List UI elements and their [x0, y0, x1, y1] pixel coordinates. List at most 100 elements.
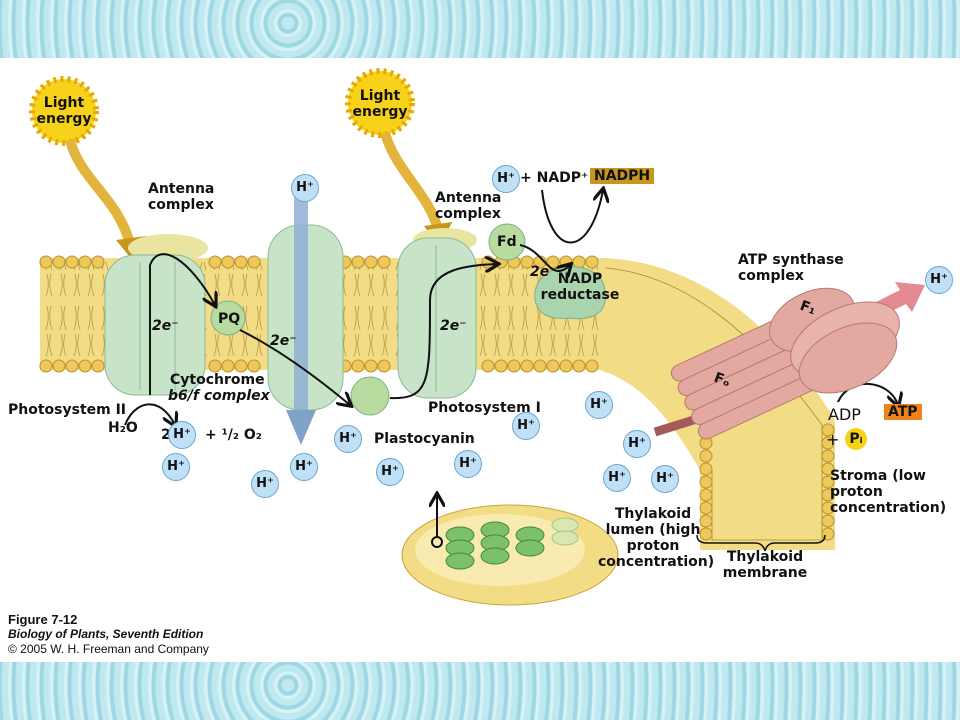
- figure-number: Figure 7-12: [8, 612, 78, 627]
- lipid-head: [821, 423, 835, 437]
- proton: H⁺: [168, 421, 196, 449]
- lipid-head: [78, 359, 92, 373]
- proton: H⁺: [651, 465, 679, 493]
- light-arrow: [65, 138, 135, 247]
- electron-label: 2e⁻: [440, 318, 467, 334]
- atp-badge: ATP: [884, 404, 922, 420]
- lipid-head: [821, 488, 835, 502]
- ferredoxin: [488, 223, 526, 261]
- lipid-head: [364, 255, 378, 269]
- lipid-head: [221, 255, 235, 269]
- lipid-head: [821, 501, 835, 515]
- proton: H⁺: [290, 453, 318, 481]
- proton: H⁺: [603, 464, 631, 492]
- cytochrome-label: Cytochrome: [170, 372, 265, 388]
- lipid-head: [821, 436, 835, 450]
- lipid-head: [821, 475, 835, 489]
- photosystem-ii: [104, 234, 208, 396]
- thylakoid-membrane-label: Thylakoid membrane: [722, 549, 808, 581]
- copyright: © 2005 W. H. Freeman and Company: [8, 642, 209, 656]
- cytochrome-b6f-label: b6/f complex: [168, 388, 270, 404]
- plus-label: +: [826, 430, 840, 449]
- nadp-reductase-label: NADP reductase: [540, 271, 620, 303]
- lipid-head: [91, 359, 105, 373]
- photosystem-i-label: Photosystem I: [428, 400, 541, 416]
- light-arrow: [380, 131, 443, 232]
- lipid-head: [52, 255, 66, 269]
- fd-label: Fd: [497, 234, 517, 250]
- lipid-head: [351, 359, 365, 373]
- oxygen-label: + ¹/₂ O₂: [205, 427, 262, 443]
- lipid-head: [520, 255, 534, 269]
- sun-icon: [345, 68, 415, 138]
- antenna-complex-label: Antenna complex: [148, 181, 215, 213]
- proton: H⁺: [492, 165, 520, 193]
- water-split-label: 2: [161, 427, 171, 443]
- proton: H⁺: [376, 458, 404, 486]
- atp-synthase-label: ATP synthase complex: [738, 252, 844, 284]
- water-split-path: [124, 403, 175, 425]
- lipid-head: [351, 255, 365, 269]
- lipid-head: [699, 449, 713, 463]
- electron-path: [519, 244, 570, 271]
- proton: H⁺: [162, 453, 190, 481]
- lipid-head: [221, 359, 235, 373]
- electron-label: 2e⁻: [152, 318, 179, 334]
- lipid-head: [78, 255, 92, 269]
- lipid-head: [559, 359, 573, 373]
- electron-path: [149, 253, 215, 395]
- electron-path: [239, 329, 350, 405]
- thylakoid-lumen-label: Thylakoid lumen (high proton concentrati…: [598, 506, 715, 570]
- lipid-heads: [39, 255, 835, 541]
- membrane-brace: [696, 534, 826, 552]
- lipid-head: [507, 359, 521, 373]
- lipid-head: [546, 359, 560, 373]
- lipid-head: [52, 359, 66, 373]
- proton: H⁺: [291, 174, 319, 202]
- antenna-complex-label: Antenna complex: [435, 190, 502, 222]
- proton: H⁺: [334, 425, 362, 453]
- lipid-head: [234, 359, 248, 373]
- top-decorative-band: [0, 0, 960, 58]
- electron-path: [389, 264, 497, 400]
- photosystem-i: [397, 228, 477, 399]
- lipid-head: [234, 255, 248, 269]
- proton: H⁺: [251, 470, 279, 498]
- lipid-head: [585, 359, 599, 373]
- photosystem-ii-label: Photosystem II: [8, 402, 127, 418]
- lipid-head: [481, 359, 495, 373]
- nadph-badge: NADPH: [590, 168, 655, 184]
- lipid-head: [65, 255, 79, 269]
- lipid-head: [699, 527, 713, 541]
- lipid-head: [377, 255, 391, 269]
- light-energy-label: Light energy: [352, 88, 408, 120]
- lipid-head: [39, 359, 53, 373]
- lipid-head: [533, 359, 547, 373]
- figure-caption: Figure 7-12 Biology of Plants, Seventh E…: [8, 612, 209, 657]
- stroma-label: Stroma (low proton concentration): [830, 468, 947, 516]
- lipid-head: [699, 501, 713, 515]
- lipid-head: [208, 255, 222, 269]
- lipid-head: [39, 255, 53, 269]
- plastocyanin-label: Plastocyanin: [374, 431, 475, 447]
- lipid-head: [247, 255, 261, 269]
- pq-label: PQ: [218, 311, 241, 327]
- lipid-head: [572, 359, 586, 373]
- lipid-head: [494, 359, 508, 373]
- lipid-head: [364, 359, 378, 373]
- electron-label: 2e⁻: [530, 264, 557, 280]
- lipid-head: [821, 449, 835, 463]
- atp-synthase: [653, 282, 925, 440]
- proton: H⁺: [454, 450, 482, 478]
- adp-label: ADP: [828, 405, 861, 424]
- lipid-head: [821, 514, 835, 528]
- proton: H⁺: [585, 391, 613, 419]
- lipid-head: [699, 514, 713, 528]
- book-title: Biology of Plants, Seventh Edition: [8, 627, 204, 641]
- proton: H⁺: [512, 412, 540, 440]
- pq-carrier: [210, 300, 246, 336]
- lipid-head: [699, 488, 713, 502]
- lipid-head: [91, 255, 105, 269]
- proton: H⁺: [623, 430, 651, 458]
- lipid-head: [377, 359, 391, 373]
